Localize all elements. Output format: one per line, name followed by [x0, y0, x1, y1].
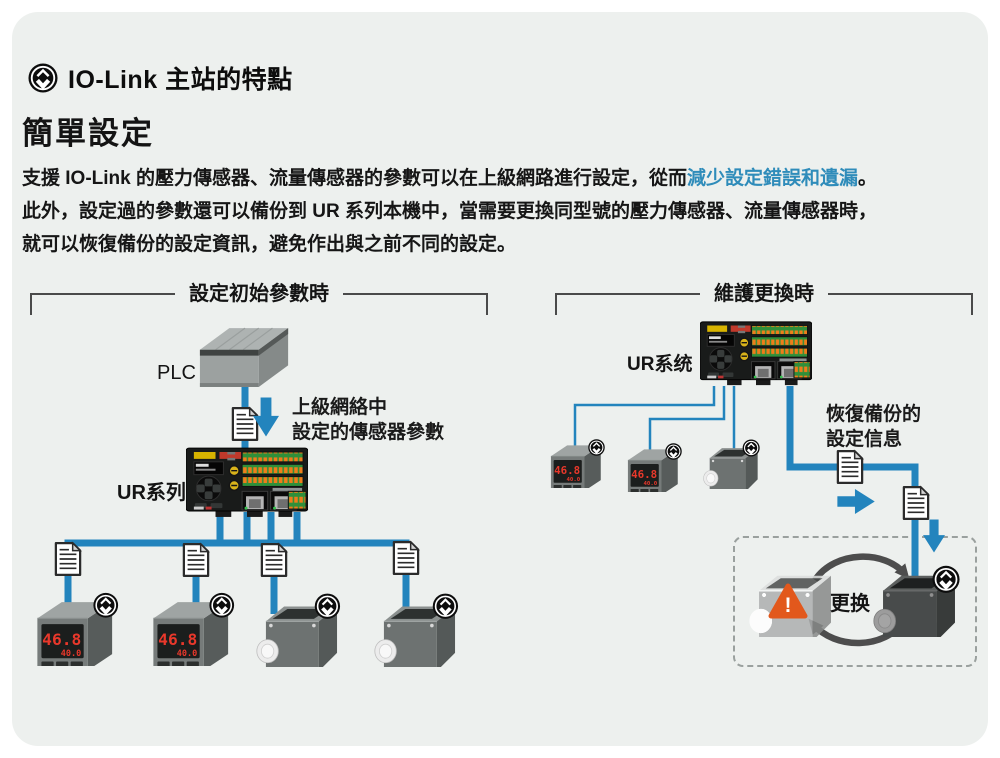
title-text: 主站的特點: [165, 66, 293, 94]
flow-sensor: [374, 593, 459, 667]
document-icon: [836, 449, 864, 485]
io-link-badge-icon: [742, 439, 760, 457]
right-arrow-icon: [837, 489, 875, 514]
swap-label: 更换: [830, 593, 870, 615]
pressure-sensor-small: [550, 439, 605, 488]
io-link-logo-icon: [28, 63, 58, 93]
left-diagram-note: 上級網絡中 設定的傳感器參數: [292, 397, 445, 443]
intro-paragraph: 支援 IO-Link 的壓力傳感器、流量傳感器的參數可以在上級網路進行設定，從而…: [22, 162, 972, 261]
right-section-bracket: 維護更換時: [555, 281, 973, 315]
document-icon: [902, 485, 930, 521]
io-link-badge-icon: [432, 593, 459, 620]
io-link-badge-icon: [588, 439, 605, 456]
io-link-badge-icon: [932, 566, 959, 593]
plc-device: [196, 326, 294, 395]
down-arrow-icon: [923, 518, 945, 554]
down-arrow-icon: [253, 397, 279, 437]
page-title: IO-Link 主站的特點: [68, 60, 293, 96]
plc-label: PLC: [157, 362, 196, 384]
page-header: IO-Link 主站的特點: [28, 60, 293, 96]
pressure-sensor: [152, 592, 235, 666]
intro-line-1: 支援 IO-Link 的壓力傳感器、流量傳感器的參數可以在上級網路進行設定，從而…: [22, 168, 878, 189]
flow-sensor-small: [703, 439, 760, 489]
brand-text: IO-Link: [68, 66, 158, 94]
pressure-sensor: [36, 592, 119, 666]
io-link-badge-icon: [209, 592, 235, 618]
ur-system-label: UR系统: [627, 354, 693, 375]
warning-mark: !: [785, 594, 792, 617]
new-flow-sensor: [873, 559, 960, 637]
document-icon: [260, 542, 288, 578]
pressure-sensor-small: [627, 443, 682, 492]
io-link-badge-icon: [314, 593, 341, 620]
highlighted-text: 減少設定錯誤和遺漏: [687, 168, 859, 189]
intro-line-3: 就可以恢復備份的設定資訊，避免作出與之前不同的設定。: [22, 234, 517, 255]
io-link-badge-icon: [665, 443, 682, 460]
io-link-master-device: [700, 320, 812, 387]
io-link-master-device: [186, 446, 308, 519]
document-icon: [54, 541, 82, 577]
flow-sensor: [256, 593, 341, 667]
io-link-badge-icon: [93, 592, 119, 618]
warning-icon: !: [768, 583, 808, 619]
right-diagram-note: 恢復備份的 設定信息: [826, 404, 922, 450]
document-icon: [182, 542, 210, 578]
intro-line-2: 此外，設定過的參數還可以備份到 UR 系列本機中，當需要更換同型號的壓力傳感器、…: [22, 201, 878, 222]
right-section-title: 維護更換時: [714, 283, 814, 305]
left-section-bracket: 設定初始參數時: [30, 281, 488, 315]
left-section-title: 設定初始參數時: [189, 283, 329, 305]
section-heading: 簡單設定: [22, 116, 154, 151]
document-icon: [392, 540, 420, 576]
ur-series-label: UR系列: [117, 482, 186, 504]
replacement-box: [733, 536, 977, 667]
